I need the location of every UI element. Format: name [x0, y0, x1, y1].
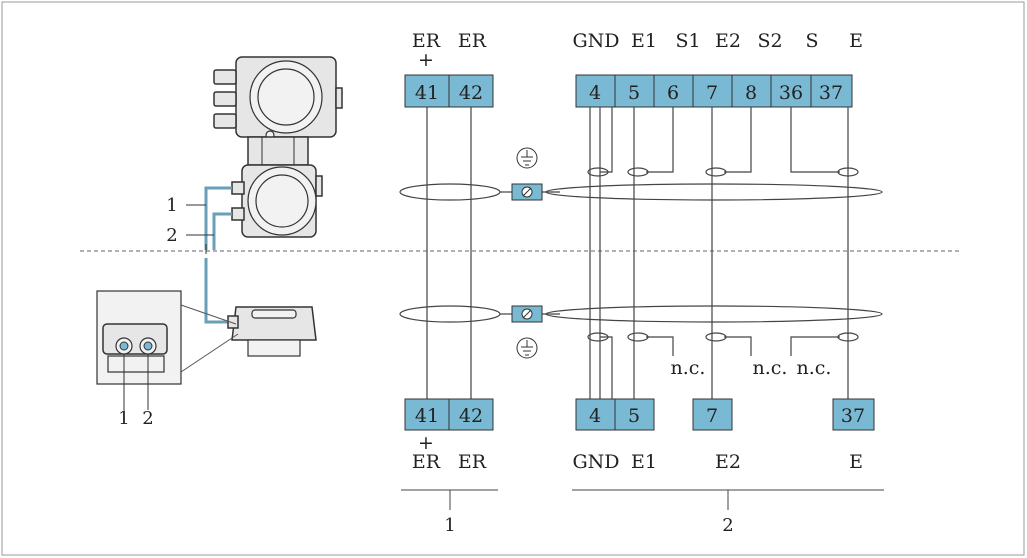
- cable-clamp-top: [511, 183, 543, 201]
- top-terminal-4: 4: [589, 82, 601, 104]
- bottom-label-e1: E1: [631, 451, 657, 473]
- top-terminal-6: 6: [667, 82, 679, 104]
- bottom-terminal-7: 7: [706, 405, 718, 427]
- nc-label-3: n.c.: [797, 357, 832, 379]
- device-callout-2: 2: [166, 225, 177, 246]
- top-terminal-5: 5: [628, 82, 640, 104]
- bottom-terminal-block-right: [575, 398, 875, 431]
- group-number-1: 1: [444, 515, 455, 536]
- wires: [426, 107, 849, 399]
- cable-clamp-bottom: [511, 305, 543, 323]
- bottom-label-er-2: ER: [458, 451, 487, 473]
- bottom-terminal-block-left: [404, 398, 494, 431]
- ground-icon-top: [516, 147, 538, 169]
- transmitter-illustration: [96, 56, 343, 410]
- device-callout-1: 1: [166, 195, 177, 216]
- connector-callout-2: 2: [142, 408, 153, 429]
- top-terminal-8: 8: [745, 82, 757, 104]
- top-label-e2: E2: [715, 30, 741, 52]
- top-label-gnd: GND: [572, 30, 619, 52]
- bottom-label-e2: E2: [715, 451, 741, 473]
- top-terminal-42: 42: [459, 82, 483, 104]
- top-terminal-7: 7: [706, 82, 718, 104]
- top-terminal-41: 41: [415, 82, 439, 104]
- top-label-s2: S2: [757, 30, 782, 52]
- top-label-plus: +: [418, 49, 434, 71]
- bottom-label-plus: +: [418, 432, 434, 454]
- top-label-s: S: [805, 30, 818, 52]
- top-terminal-block-left: [404, 74, 494, 108]
- nc-label-1: n.c.: [671, 357, 706, 379]
- top-shields: [399, 167, 883, 201]
- bottom-terminal-5: 5: [628, 405, 640, 427]
- top-label-er-2: ER: [458, 30, 487, 52]
- bottom-terminal-4: 4: [589, 405, 601, 427]
- top-terminal-block-right: [575, 74, 853, 108]
- ground-icon-bottom: [516, 337, 538, 359]
- top-label-e1: E1: [631, 30, 657, 52]
- top-terminal-36: 36: [779, 82, 803, 104]
- group-number-2: 2: [722, 515, 733, 536]
- bottom-terminal-37: 37: [841, 405, 865, 427]
- top-label-s1: S1: [675, 30, 700, 52]
- bottom-label-gnd: GND: [572, 451, 619, 473]
- top-label-e: E: [849, 30, 863, 52]
- bottom-label-e: E: [849, 451, 863, 473]
- connector-callout-1: 1: [118, 408, 129, 429]
- bottom-label-er-1: ER: [412, 451, 441, 473]
- bottom-terminal-41: 41: [415, 405, 439, 427]
- bottom-terminal-42: 42: [459, 405, 483, 427]
- bottom-shields: [399, 305, 883, 342]
- top-terminal-37: 37: [819, 82, 843, 104]
- top-label-er-1: ER: [412, 30, 441, 52]
- nc-label-2: n.c.: [753, 357, 788, 379]
